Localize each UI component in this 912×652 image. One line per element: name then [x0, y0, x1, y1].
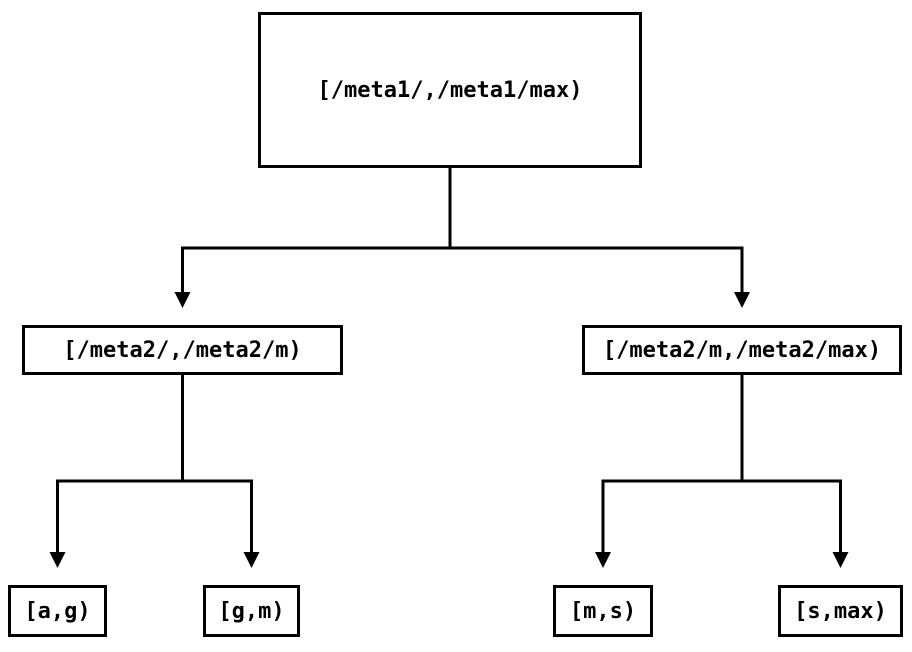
edge-meta2-low-crossbar: [56, 479, 253, 553]
arrowhead-to-meta2-high: [734, 292, 750, 308]
edge-root-crossbar: [181, 246, 744, 293]
node-label: [g,m): [218, 598, 285, 624]
node-label: [/meta2/,/meta2/m): [63, 337, 302, 363]
arrowhead-to-meta2-low: [174, 292, 191, 308]
node-meta2-low-range: [/meta2/,/meta2/m): [22, 325, 343, 375]
node-meta2-high-range: [/meta2/m,/meta2/max): [582, 325, 902, 375]
arrowhead-to-leaf-gm: [243, 552, 260, 568]
arrowhead-to-leaf-smax: [832, 552, 849, 568]
node-leaf-s-max: [s,max): [778, 585, 903, 637]
node-label: [m,s): [569, 598, 637, 624]
edge-meta2-high-crossbar: [601, 479, 842, 553]
node-label: [/meta2/m,/meta2/max): [602, 337, 882, 363]
node-root-meta1-range: [/meta1/,/meta1/max): [258, 12, 642, 168]
node-leaf-a-g: [a,g): [8, 585, 107, 637]
node-label: [s,max): [794, 598, 887, 624]
node-leaf-m-s: [m,s): [553, 585, 653, 637]
arrowhead-to-leaf-ag: [49, 552, 66, 568]
arrowhead-to-leaf-ms: [595, 552, 611, 568]
node-leaf-g-m: [g,m): [203, 585, 300, 637]
node-label: [/meta1/,/meta1/max): [317, 77, 583, 103]
node-label: [a,g): [24, 598, 91, 624]
